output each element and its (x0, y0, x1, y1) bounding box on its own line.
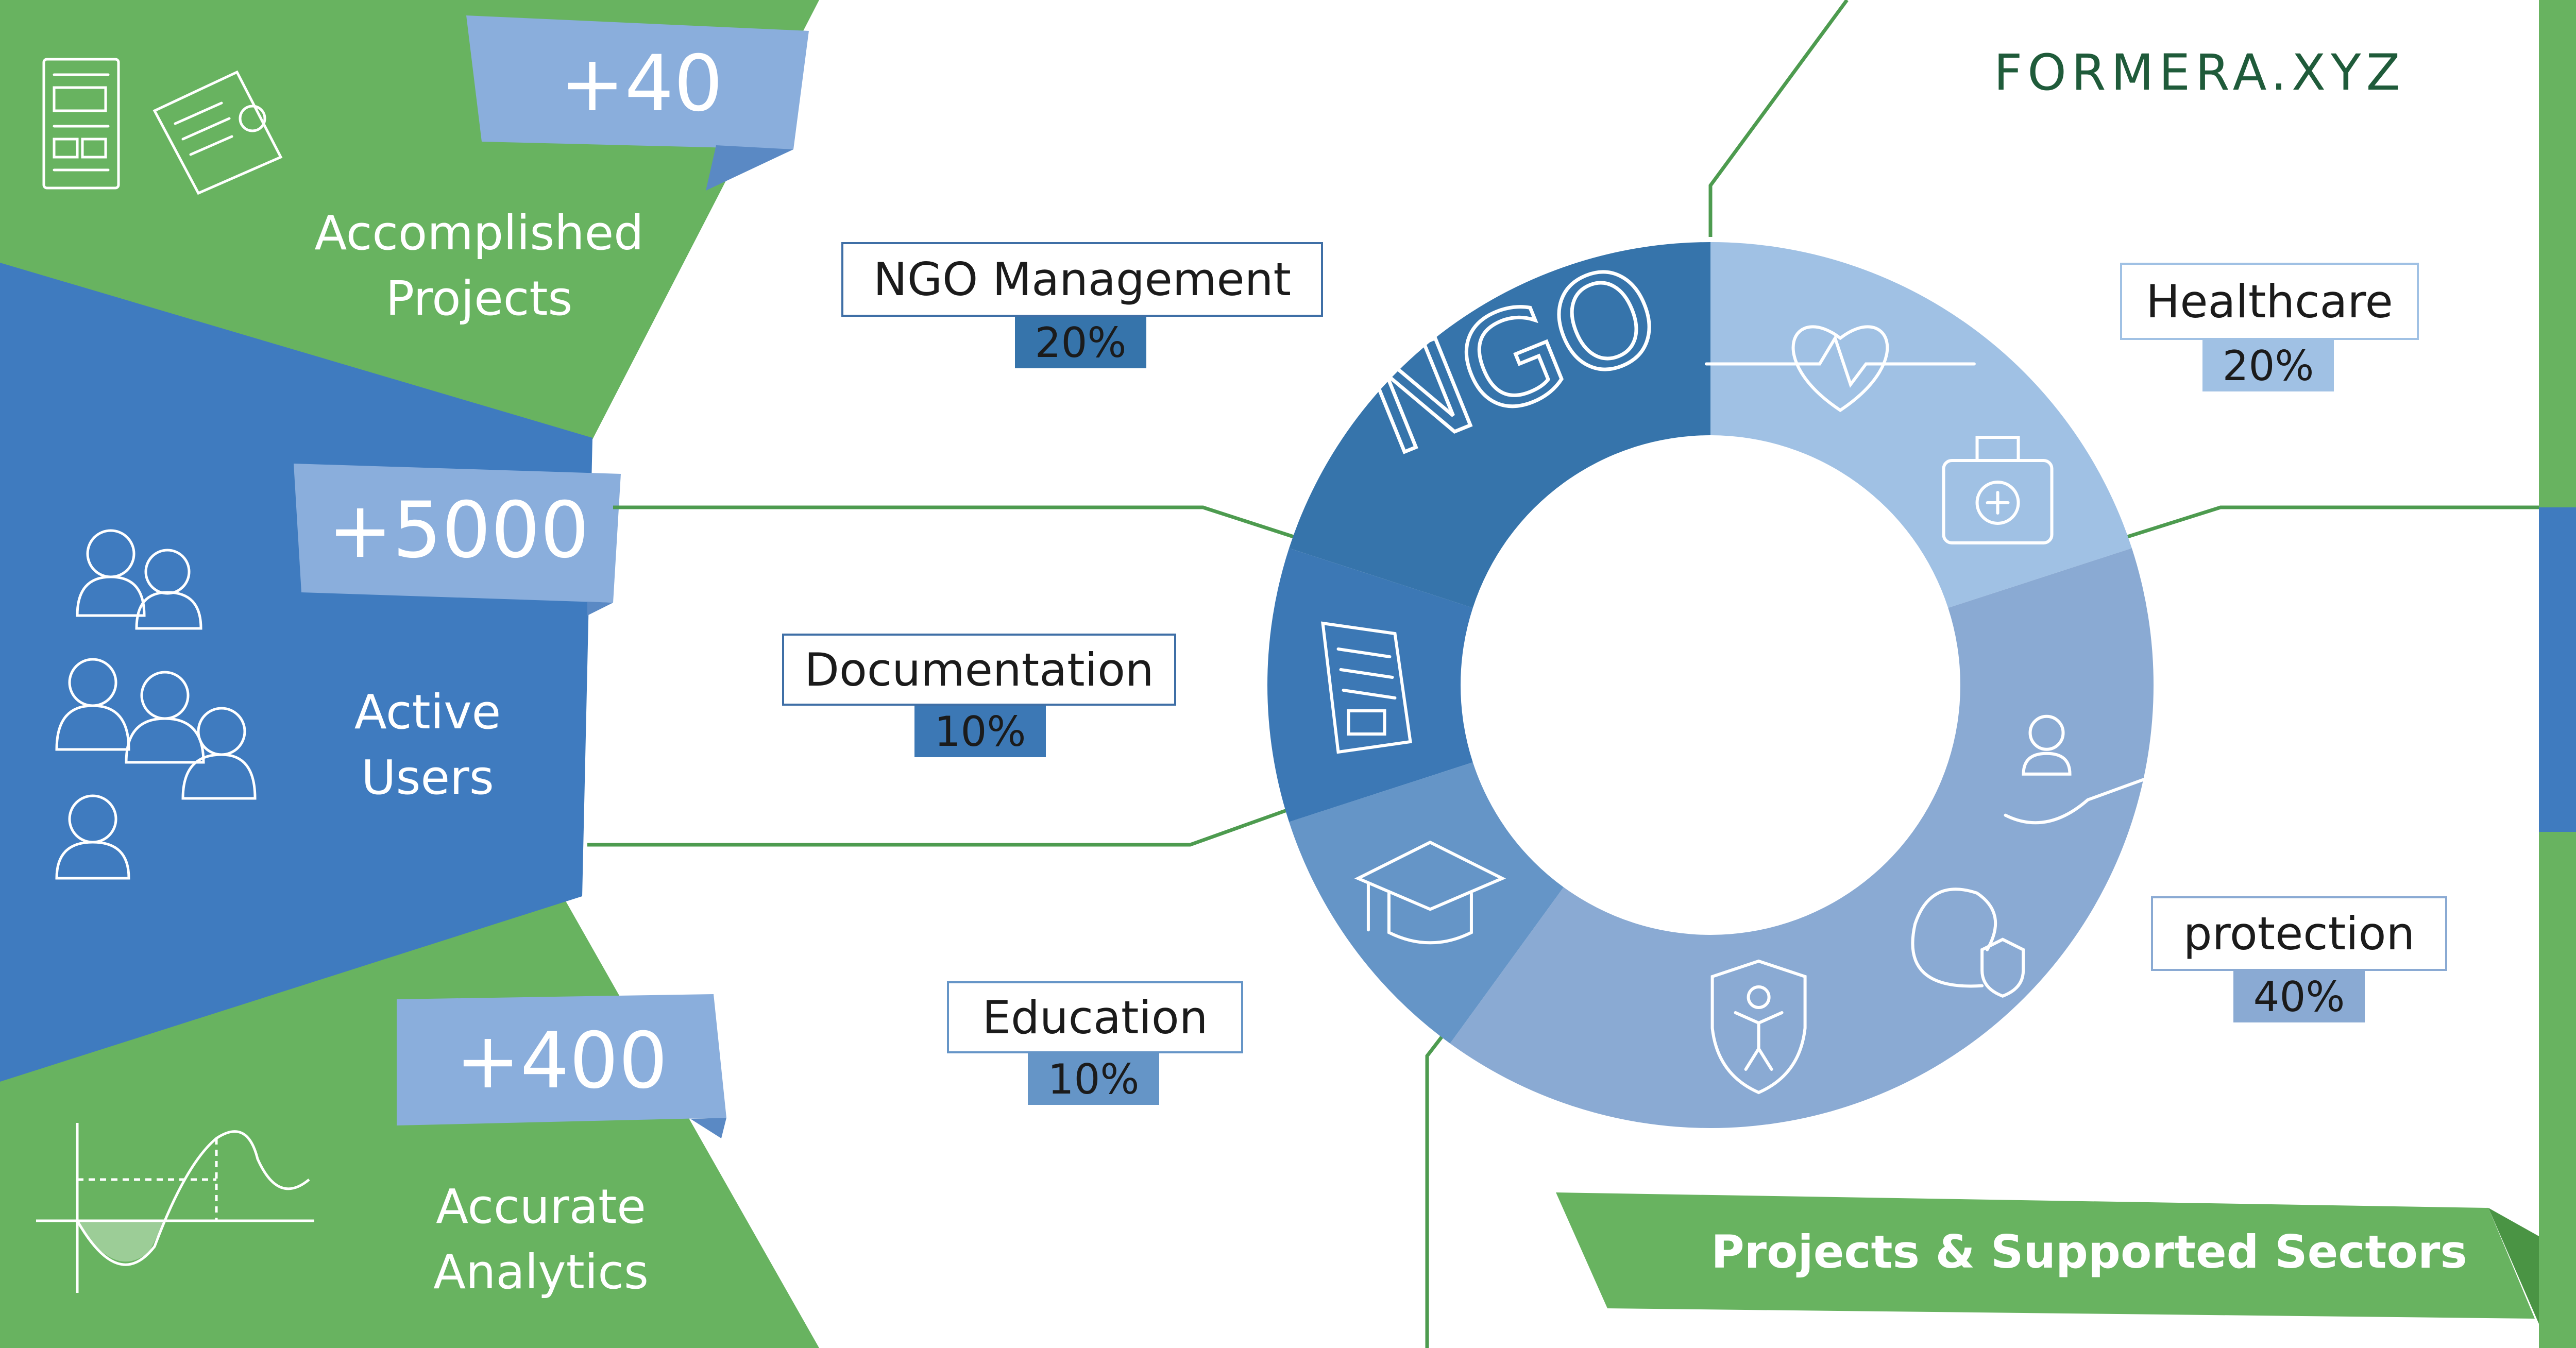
footer-ribbon-fold (2488, 1208, 2539, 1324)
right-edge-blue (2539, 507, 2576, 832)
caption-line: Projects (385, 270, 573, 326)
stat-accomplished-caption: Accomplished Projects (289, 201, 670, 332)
donut-slice-ngo-management (1289, 242, 1710, 608)
connector-documentation (587, 804, 1299, 847)
label-ngo-management: NGO Management (841, 242, 1323, 317)
stat-analytics-caption: Accurate Analytics (361, 1174, 721, 1305)
heart-medkit-icon (1704, 325, 2054, 544)
pct-ngo-management: 20% (1015, 317, 1146, 368)
connector-top (1708, 0, 1849, 237)
label-documentation: Documentation (782, 634, 1176, 706)
badge-analytics (397, 994, 726, 1125)
caption-line: Analytics (433, 1244, 649, 1300)
caption-line: Active (354, 685, 501, 740)
brand-logo: FORMERA.XYZ (1994, 44, 2405, 101)
users-icon (55, 529, 257, 880)
donut-slice-protection (1450, 548, 2154, 1129)
donut-slice-healthcare (1710, 242, 2132, 608)
label-healthcare: Healthcare (2120, 263, 2419, 340)
label-protection: protection (2151, 896, 2447, 971)
label-education: Education (947, 981, 1243, 1053)
connector-healthcare (2122, 505, 2539, 540)
pct-education: 10% (1028, 1053, 1159, 1105)
blue-panel (0, 263, 592, 1082)
badge-accomplished (466, 15, 809, 149)
badge-analytics-fold (690, 1118, 726, 1138)
stat-users-value: +5000 (328, 486, 589, 575)
footer-title: Projects & Supported Sectors (1711, 1225, 2467, 1278)
pct-healthcare: 20% (2202, 340, 2334, 391)
protection-icon (1710, 714, 2146, 1095)
stat-analytics-value: +400 (455, 1016, 668, 1106)
badge-users-fold (587, 602, 613, 616)
donut-slice-documentation (1267, 548, 1473, 822)
caption-line: Accurate (436, 1179, 646, 1234)
connector-ngo (613, 505, 1299, 540)
stat-users-caption: Active Users (273, 680, 582, 811)
badge-accomplished-fold (706, 145, 793, 191)
stat-accomplished-value: +40 (560, 39, 723, 129)
documents-icon (42, 58, 283, 195)
footer-ribbon (1556, 1192, 2535, 1319)
badge-users (294, 464, 621, 603)
caption-line: Users (361, 749, 494, 805)
caption-line: Accomplished (314, 206, 644, 261)
graduation-cap-icon (1354, 840, 1506, 945)
pct-documentation: 10% (914, 706, 1046, 757)
document-icon (1321, 621, 1412, 754)
pct-protection: 40% (2233, 971, 2365, 1022)
analytics-chart-icon (36, 1123, 314, 1293)
donut-slice-education (1289, 762, 1564, 1044)
